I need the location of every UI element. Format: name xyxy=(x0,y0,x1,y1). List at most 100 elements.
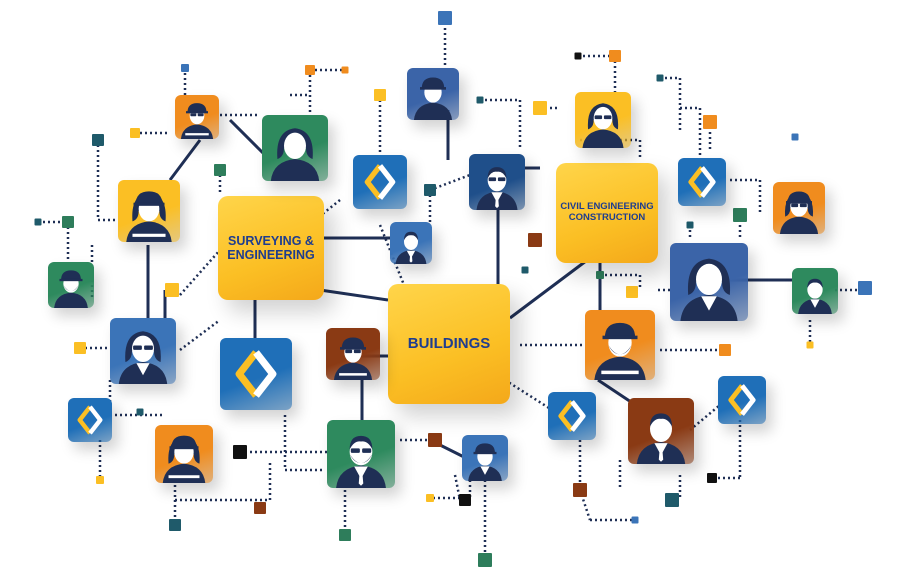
woman-avatar-tile xyxy=(110,318,176,384)
hard-hat-worker-icon xyxy=(118,180,180,242)
connector-node-chip xyxy=(254,502,266,514)
connector-node-chip xyxy=(656,74,664,82)
man-avatar-tile xyxy=(628,398,694,464)
person-avatar-icon xyxy=(262,115,328,181)
connector-node-chip xyxy=(305,65,315,75)
worker-avatar-tile xyxy=(48,262,94,308)
connector-node-chip xyxy=(521,266,529,274)
connector-node-chip xyxy=(34,218,42,226)
company-logo-tile xyxy=(220,338,292,410)
solid-connector xyxy=(509,256,591,320)
hub-civil-engineering-construction: CIVIL ENGINEERING CONSTRUCTION xyxy=(556,163,658,263)
connector-node-chip xyxy=(791,133,799,141)
connector-node-chip xyxy=(130,128,140,138)
hard-hat-worker-icon xyxy=(462,435,508,481)
company-logo-tile xyxy=(353,155,407,209)
company-logo-icon xyxy=(353,155,407,209)
worker-avatar-tile xyxy=(585,310,655,380)
connector-node-chip xyxy=(703,115,717,129)
hub-label: SURVEYING & ENGINEERING xyxy=(227,233,315,262)
connector-node-chip xyxy=(631,516,639,524)
woman-worker-avatar-tile xyxy=(118,180,180,242)
connector-node-chip xyxy=(438,11,452,25)
connector-node-chip xyxy=(528,233,542,247)
person-avatar-icon xyxy=(575,92,631,148)
man-avatar-tile xyxy=(792,268,838,314)
company-logo-tile xyxy=(68,398,112,442)
hub-label: BUILDINGS xyxy=(407,335,491,353)
hard-hat-worker-icon xyxy=(326,328,380,380)
connector-node-chip xyxy=(424,184,436,196)
connector-node-chip xyxy=(858,281,872,295)
connector-node-chip xyxy=(428,433,442,447)
connector-node-chip xyxy=(96,476,104,484)
connector-node-chip xyxy=(74,342,86,354)
hub-label: CIVIL ENGINEERING CONSTRUCTION xyxy=(560,201,654,223)
company-logo-tile xyxy=(718,376,766,424)
connector-node-chip xyxy=(214,164,226,176)
hard-hat-worker-icon xyxy=(407,68,459,120)
hard-hat-worker-icon xyxy=(585,310,655,380)
woman-worker-avatar-tile xyxy=(773,182,825,234)
dotted-connector xyxy=(179,249,221,296)
worker-avatar-tile xyxy=(462,435,508,481)
connector-node-chip xyxy=(596,271,604,279)
connector-node-chip xyxy=(233,445,247,459)
hard-hat-worker-icon xyxy=(175,95,219,139)
connector-node-chip xyxy=(533,101,547,115)
connector-node-chip xyxy=(181,64,189,72)
company-logo-icon xyxy=(548,392,596,440)
connector-node-chip xyxy=(707,473,717,483)
person-avatar-icon xyxy=(110,318,176,384)
connector-node-chip xyxy=(686,221,694,229)
company-logo-tile xyxy=(548,392,596,440)
woman-avatar-tile xyxy=(262,115,328,181)
connector-node-chip xyxy=(665,493,679,507)
connector-node-chip xyxy=(719,344,731,356)
hub-buildings: BUILDINGS xyxy=(388,284,510,404)
hard-hat-worker-icon xyxy=(773,182,825,234)
hard-hat-worker-icon xyxy=(48,262,94,308)
connector-node-chip xyxy=(62,216,74,228)
dotted-connector xyxy=(504,378,561,417)
person-avatar-icon xyxy=(792,268,838,314)
company-logo-icon xyxy=(68,398,112,442)
connector-node-chip xyxy=(374,89,386,101)
hard-hat-worker-icon xyxy=(155,425,213,483)
woman-avatar-tile xyxy=(575,92,631,148)
company-logo-tile xyxy=(678,158,726,206)
connector-node-chip xyxy=(459,494,471,506)
connector-node-chip xyxy=(806,341,814,349)
connector-node-chip xyxy=(733,208,747,222)
woman-worker-avatar-tile xyxy=(155,425,213,483)
connector-node-chip xyxy=(341,66,349,74)
worker-avatar-tile xyxy=(175,95,219,139)
woman-avatar-tile xyxy=(670,243,748,321)
connector-node-chip xyxy=(476,96,484,104)
solid-connector xyxy=(168,139,202,181)
person-avatar-icon xyxy=(390,222,432,264)
engineer-avatar-tile xyxy=(469,154,525,210)
person-avatar-icon xyxy=(670,243,748,321)
solid-connector xyxy=(319,288,389,302)
person-avatar-icon xyxy=(628,398,694,464)
dotted-connector xyxy=(689,404,721,431)
connector-node-chip xyxy=(609,50,621,62)
connector-node-chip xyxy=(339,529,351,541)
company-logo-icon xyxy=(718,376,766,424)
company-logo-icon xyxy=(678,158,726,206)
connector-node-chip xyxy=(92,134,104,146)
company-logo-icon xyxy=(220,338,292,410)
dotted-connector xyxy=(289,199,341,241)
connector-node-chip xyxy=(426,494,434,502)
dotted-connector xyxy=(429,173,471,192)
man-avatar-tile xyxy=(327,420,395,488)
connector-node-chip xyxy=(169,519,181,531)
connector-node-chip xyxy=(478,553,492,567)
worker-avatar-tile xyxy=(326,328,380,380)
connector-node-chip xyxy=(626,286,638,298)
connector-node-chip xyxy=(574,52,582,60)
connector-node-chip xyxy=(136,408,144,416)
person-avatar-icon xyxy=(327,420,395,488)
